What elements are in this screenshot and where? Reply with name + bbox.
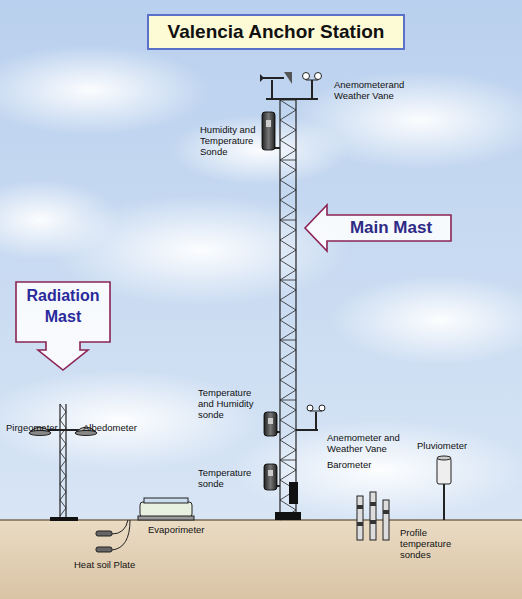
instrument-label: Barometer	[327, 460, 397, 471]
instrument-label: Anemometer and Weather Vane	[327, 433, 417, 455]
instrument-label: Pirgeometer	[6, 423, 68, 434]
instrument-label: Humidity and Temperature Sonde	[200, 125, 262, 158]
instrument-label: Temperature and Humidity sonde	[198, 388, 262, 421]
instrument-label: Heat soil Plate	[74, 560, 164, 571]
callout-arrow-down: Radiation Mast	[14, 280, 112, 372]
instrument-label: Evaporimeter	[148, 525, 228, 536]
callout-text: Radiation Mast	[18, 286, 108, 328]
title-text: Valencia Anchor Station	[168, 21, 385, 43]
instrument-label: Pluviometer	[417, 441, 487, 452]
instrument-label: Albedometer	[83, 423, 163, 434]
callout-arrow-left: Main Mast	[303, 203, 453, 253]
instrument-label: Profile temperature sondes	[400, 528, 460, 561]
instrument-label: Anemometerand Weather Vane	[334, 80, 424, 102]
title-box: Valencia Anchor Station	[147, 14, 405, 50]
instrument-label: Temperature sonde	[198, 468, 260, 490]
callout-text: Main Mast	[303, 203, 453, 253]
